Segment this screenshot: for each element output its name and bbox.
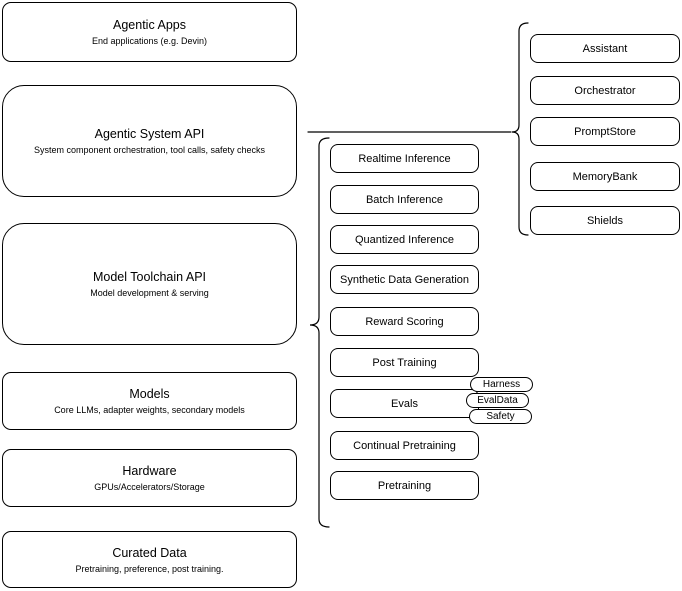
brace-system-components (511, 22, 529, 236)
box-label: Assistant (582, 42, 628, 55)
box-label: Continual Pretraining (353, 439, 456, 452)
box-label: Synthetic Data Generation (339, 273, 470, 286)
box-label: Batch Inference (365, 193, 444, 206)
box-subtitle: Pretraining, preference, post training. (75, 563, 224, 574)
box-label: Pretraining (377, 479, 432, 492)
box-realtime-inference: Realtime Inference (330, 144, 479, 173)
box-label: Quantized Inference (354, 233, 455, 246)
box-agentic-apps: Agentic Apps End applications (e.g. Devi… (2, 2, 297, 62)
box-orchestrator: Orchestrator (530, 76, 680, 105)
box-title: Hardware (122, 464, 177, 478)
box-title: Model Toolchain API (92, 270, 207, 284)
tag-harness: Harness (470, 377, 533, 392)
box-hardware: Hardware GPUs/Accelerators/Storage (2, 449, 297, 507)
tag-label: Safety (486, 411, 515, 422)
box-subtitle: System component orchestration, tool cal… (33, 145, 266, 155)
box-continual-pretraining: Continual Pretraining (330, 431, 479, 460)
box-label: Realtime Inference (358, 152, 451, 165)
tag-label: EvalData (477, 395, 518, 406)
box-models: Models Core LLMs, adapter weights, secon… (2, 372, 297, 430)
box-model-toolchain-api: Model Toolchain API Model development & … (2, 223, 297, 345)
box-label: Shields (586, 214, 624, 227)
box-subtitle: End applications (e.g. Devin) (91, 36, 208, 46)
box-batch-inference: Batch Inference (330, 185, 479, 214)
box-synthetic-data-generation: Synthetic Data Generation (330, 265, 479, 294)
box-label: MemoryBank (572, 170, 638, 183)
tag-label: Harness (482, 379, 521, 390)
box-title: Models (129, 387, 170, 401)
box-title: Curated Data (112, 545, 187, 560)
box-evals: Evals (330, 389, 479, 418)
box-agentic-system-api: Agentic System API System component orch… (2, 85, 297, 197)
box-post-training: Post Training (330, 348, 479, 377)
box-subtitle: Core LLMs, adapter weights, secondary mo… (54, 405, 245, 415)
box-reward-scoring: Reward Scoring (330, 307, 479, 336)
box-shields: Shields (530, 206, 680, 235)
brace-toolchain (309, 137, 330, 528)
box-label: Orchestrator (574, 84, 636, 97)
box-label: Reward Scoring (365, 315, 444, 328)
box-label: PromptStore (574, 125, 636, 138)
box-title: Agentic Apps (113, 18, 186, 32)
box-quantized-inference: Quantized Inference (330, 225, 479, 254)
box-promptstore: PromptStore (530, 117, 680, 146)
box-title: Agentic System API (94, 127, 205, 141)
tag-evaldata: EvalData (466, 393, 529, 408)
box-pretraining: Pretraining (330, 471, 479, 500)
tag-safety: Safety (469, 409, 532, 424)
box-memorybank: MemoryBank (530, 162, 680, 191)
box-assistant: Assistant (530, 34, 680, 63)
box-curated-data: Curated Data Pretraining, preference, po… (2, 531, 297, 588)
box-subtitle: Model development & serving (90, 288, 209, 298)
box-subtitle: GPUs/Accelerators/Storage (94, 482, 205, 492)
box-label: Evals (391, 397, 418, 410)
box-label: Post Training (372, 356, 437, 369)
